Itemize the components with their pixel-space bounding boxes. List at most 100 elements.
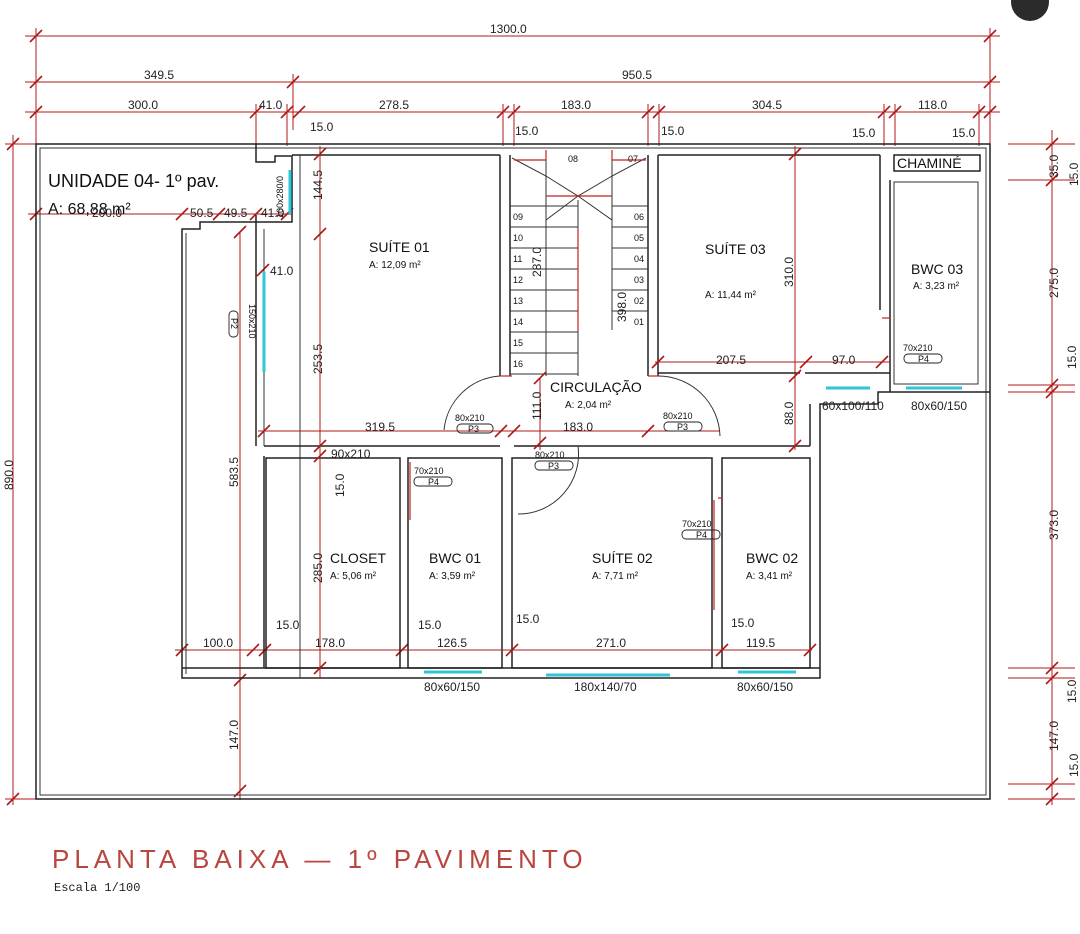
- inner-dimensions: 144.5 253.5 319.5 183.0 111.0 287.0 398.…: [257, 146, 890, 678]
- unit-title: UNIDADE 04- 1º pav. A: 68,88 m² CHAMINÉ: [48, 155, 962, 218]
- stair-step: 07: [628, 154, 638, 164]
- room-name-circ: CIRCULAÇÃO: [550, 379, 642, 395]
- door-size: 100x280/0: [275, 176, 285, 218]
- stair-step: 02: [634, 296, 644, 306]
- stair-step: 13: [513, 296, 523, 306]
- door-code: P3: [468, 424, 479, 434]
- door-size: 80x210: [455, 413, 485, 423]
- right-dimensions: 35.0 15.0 275.0 15.0 373.0 15.0 147.0 15…: [1008, 130, 1080, 806]
- dim: 15.0: [276, 618, 300, 632]
- room-area-bwc03: A: 3,23 m²: [913, 281, 960, 292]
- dim: 100.0: [203, 636, 233, 650]
- dim: 41.0: [259, 98, 283, 112]
- dim: 41.0: [270, 264, 294, 278]
- dim: 15.0: [1065, 679, 1079, 703]
- dim: 275.0: [1047, 268, 1061, 298]
- room-area-suite03: A: 11,44 m²: [705, 290, 757, 301]
- dim: 287.0: [530, 247, 544, 277]
- dim: 126.5: [437, 636, 467, 650]
- dim: 144.5: [311, 170, 325, 200]
- top-dimensions: 1300.0 349.5 950.5 300.0 41.0 278.5 183.…: [25, 22, 1000, 150]
- room-area-closet: A: 5,06 m²: [330, 571, 377, 582]
- dim: 178.0: [315, 636, 345, 650]
- stair-step: 05: [634, 233, 644, 243]
- dim-total-height: 890.0: [2, 460, 16, 490]
- stair-step: 08: [568, 154, 578, 164]
- unit-name: UNIDADE 04- 1º pav.: [48, 171, 219, 191]
- stair-step: 10: [513, 233, 523, 243]
- dim: 310.0: [782, 257, 796, 287]
- dim: 41.0: [261, 206, 285, 220]
- dim: 950.5: [622, 68, 652, 82]
- stair-step: 03: [634, 275, 644, 285]
- dim: 285.0: [311, 553, 325, 583]
- dim: 15.0: [333, 473, 347, 497]
- door-size: 70x210: [903, 343, 933, 353]
- dim: 15.0: [731, 616, 755, 630]
- room-area-suite02: A: 7,71 m²: [592, 571, 639, 582]
- doors: 80x210 P3 80x210 P3 80x210 P3 70x210 P4 …: [228, 176, 943, 610]
- room-name-bwc03: BWC 03: [911, 261, 963, 277]
- dim: 349.5: [144, 68, 174, 82]
- dim: 207.5: [716, 353, 746, 367]
- room-name-bwc01: BWC 01: [429, 550, 481, 566]
- unit-area: A: 68,88 m²: [48, 201, 131, 218]
- door-size: 150x210: [247, 304, 257, 339]
- left-dimensions: 890.0 200.0 50.5 49.5 41.0 41.0 583.5 14…: [2, 135, 410, 806]
- dim: 253.5: [311, 344, 325, 374]
- dim: 300.0: [128, 98, 158, 112]
- window-label: 60x100/110: [822, 399, 884, 413]
- room-name-suite02: SUÍTE 02: [592, 550, 653, 566]
- dim: 147.0: [227, 720, 241, 750]
- dim: 398.0: [615, 292, 629, 322]
- room-name-suite01: SUÍTE 01: [369, 239, 430, 255]
- door-code: P4: [696, 530, 707, 540]
- dim: 147.0: [1047, 721, 1061, 751]
- stair-step: 11: [513, 254, 522, 264]
- dim: 15.0: [1065, 345, 1079, 369]
- dim: 304.5: [752, 98, 782, 112]
- windows: 60x100/110 80x60/150 80x60/150 180x140/7…: [262, 170, 967, 694]
- room-name-bwc02: BWC 02: [746, 550, 798, 566]
- room-area-bwc01: A: 3,59 m²: [429, 571, 476, 582]
- window-label: 180x140/70: [574, 680, 637, 694]
- door-size: 80x210: [535, 450, 565, 460]
- window-label: 80x60/150: [911, 399, 967, 413]
- stair-step: 09: [513, 212, 523, 222]
- dim: 15.0: [1067, 753, 1080, 777]
- drawing-title: PLANTA BAIXA — 1º PAVIMENTO: [52, 844, 588, 874]
- dim: 15.0: [952, 126, 976, 140]
- door-code: P2: [229, 318, 239, 329]
- corner-dot: [1011, 0, 1049, 21]
- room-area-circ: A: 2,04 m²: [565, 400, 612, 411]
- window-label: 80x60/150: [424, 680, 480, 694]
- dim: 278.5: [379, 98, 409, 112]
- room-area-suite01: A: 12,09 m²: [369, 260, 421, 271]
- dim-total-width: 1300.0: [490, 22, 527, 36]
- door-size: 90x210: [331, 447, 371, 461]
- stair-step: 14: [513, 317, 523, 327]
- dim: 15.0: [661, 124, 685, 138]
- dim: 373.0: [1047, 510, 1061, 540]
- dim: 35.0: [1047, 154, 1061, 178]
- door-code: P3: [548, 461, 559, 471]
- dim: 15.0: [515, 124, 539, 138]
- dim: 15.0: [418, 618, 442, 632]
- dim: 118.0: [918, 98, 947, 112]
- room-labels: SUÍTE 01 A: 12,09 m² SUÍTE 03 A: 11,44 m…: [330, 239, 963, 582]
- door-size: 80x210: [663, 411, 693, 421]
- dim: 319.5: [365, 420, 395, 434]
- drawing-scale: Escala 1/100: [54, 881, 140, 895]
- room-name-closet: CLOSET: [330, 550, 386, 566]
- door-code: P3: [677, 422, 688, 432]
- stair-step: 16: [513, 359, 523, 369]
- dim: 50.5: [190, 206, 214, 220]
- dim: 111.0: [530, 391, 544, 420]
- room-area-bwc02: A: 3,41 m²: [746, 571, 793, 582]
- dim: 183.0: [561, 98, 591, 112]
- window-label: 80x60/150: [737, 680, 793, 694]
- room-name-suite03: SUÍTE 03: [705, 241, 766, 257]
- walls: [35, 143, 991, 800]
- dim: 15.0: [1067, 162, 1080, 186]
